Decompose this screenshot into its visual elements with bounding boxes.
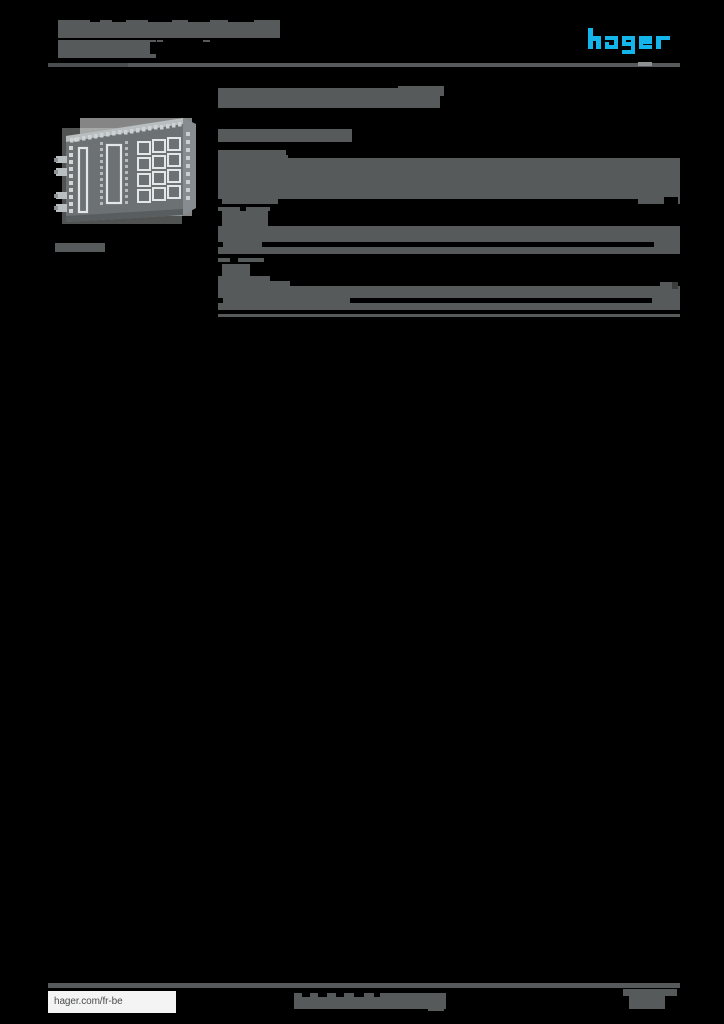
hager-logo: [588, 28, 676, 54]
header-title-notch: [188, 17, 210, 22]
header-title-notch: [228, 17, 254, 22]
footer-center-notch: [374, 991, 380, 997]
toc-label-edge: [218, 242, 223, 247]
main-title: [218, 88, 440, 108]
toc-row-body: [218, 158, 680, 204]
toc-page-number-edge: [672, 282, 678, 289]
header-title-line-1: [58, 20, 280, 38]
footer-center-notch: [302, 991, 310, 997]
footer-page-number-edge: [665, 996, 677, 1009]
toc-row-divider: [218, 207, 240, 211]
toc-row-divider: [218, 258, 264, 262]
product-photo: [52, 112, 207, 237]
footer-url-link[interactable]: hager.com/fr-be: [48, 991, 176, 1013]
product-caption: [55, 243, 105, 252]
footer-center-text: [294, 993, 446, 1009]
toc-page-number: [656, 240, 676, 248]
footer-center-notch: [318, 991, 327, 997]
toc-subitem-marker: [218, 281, 290, 287]
header-title-notch: [148, 17, 172, 22]
toc-leader-dots: [278, 199, 638, 204]
footer-rule: [48, 983, 680, 988]
footer-page-number-edge: [623, 996, 629, 1009]
header-subtitle-fragment: [143, 40, 150, 47]
main-subtitle: [218, 129, 352, 142]
toc-label-edge: [218, 298, 223, 303]
main-title-suffix: [398, 86, 444, 96]
toc-subitem-marker: [218, 276, 270, 284]
header-title-notch: [112, 17, 126, 22]
main-section-label: [218, 150, 286, 158]
footer-center-notch: [336, 991, 344, 997]
toc-leader-dots: [350, 298, 652, 303]
header-rule-segment: [48, 63, 128, 67]
header-title-notch: [90, 17, 100, 22]
toc-page-number: [660, 282, 678, 289]
toc-label-edge: [218, 199, 222, 204]
toc-row-divider: [246, 207, 270, 211]
footer-center-notch: [354, 991, 364, 997]
toc-bottom-divider: [218, 314, 680, 317]
toc-page-number: [664, 197, 678, 205]
toc-leader-dots: [262, 242, 654, 247]
header-subtitle: [150, 42, 280, 54]
toc-row-body: [218, 226, 680, 254]
footer-center-suffix: [428, 1004, 444, 1011]
header-rule: [48, 63, 680, 67]
toc-row-cap: [218, 155, 288, 159]
header-title-line-2: [58, 40, 156, 58]
header-rule-mark: [638, 62, 652, 66]
footer-page-number: [623, 989, 677, 1009]
toc-subitem-gap: [230, 258, 238, 267]
